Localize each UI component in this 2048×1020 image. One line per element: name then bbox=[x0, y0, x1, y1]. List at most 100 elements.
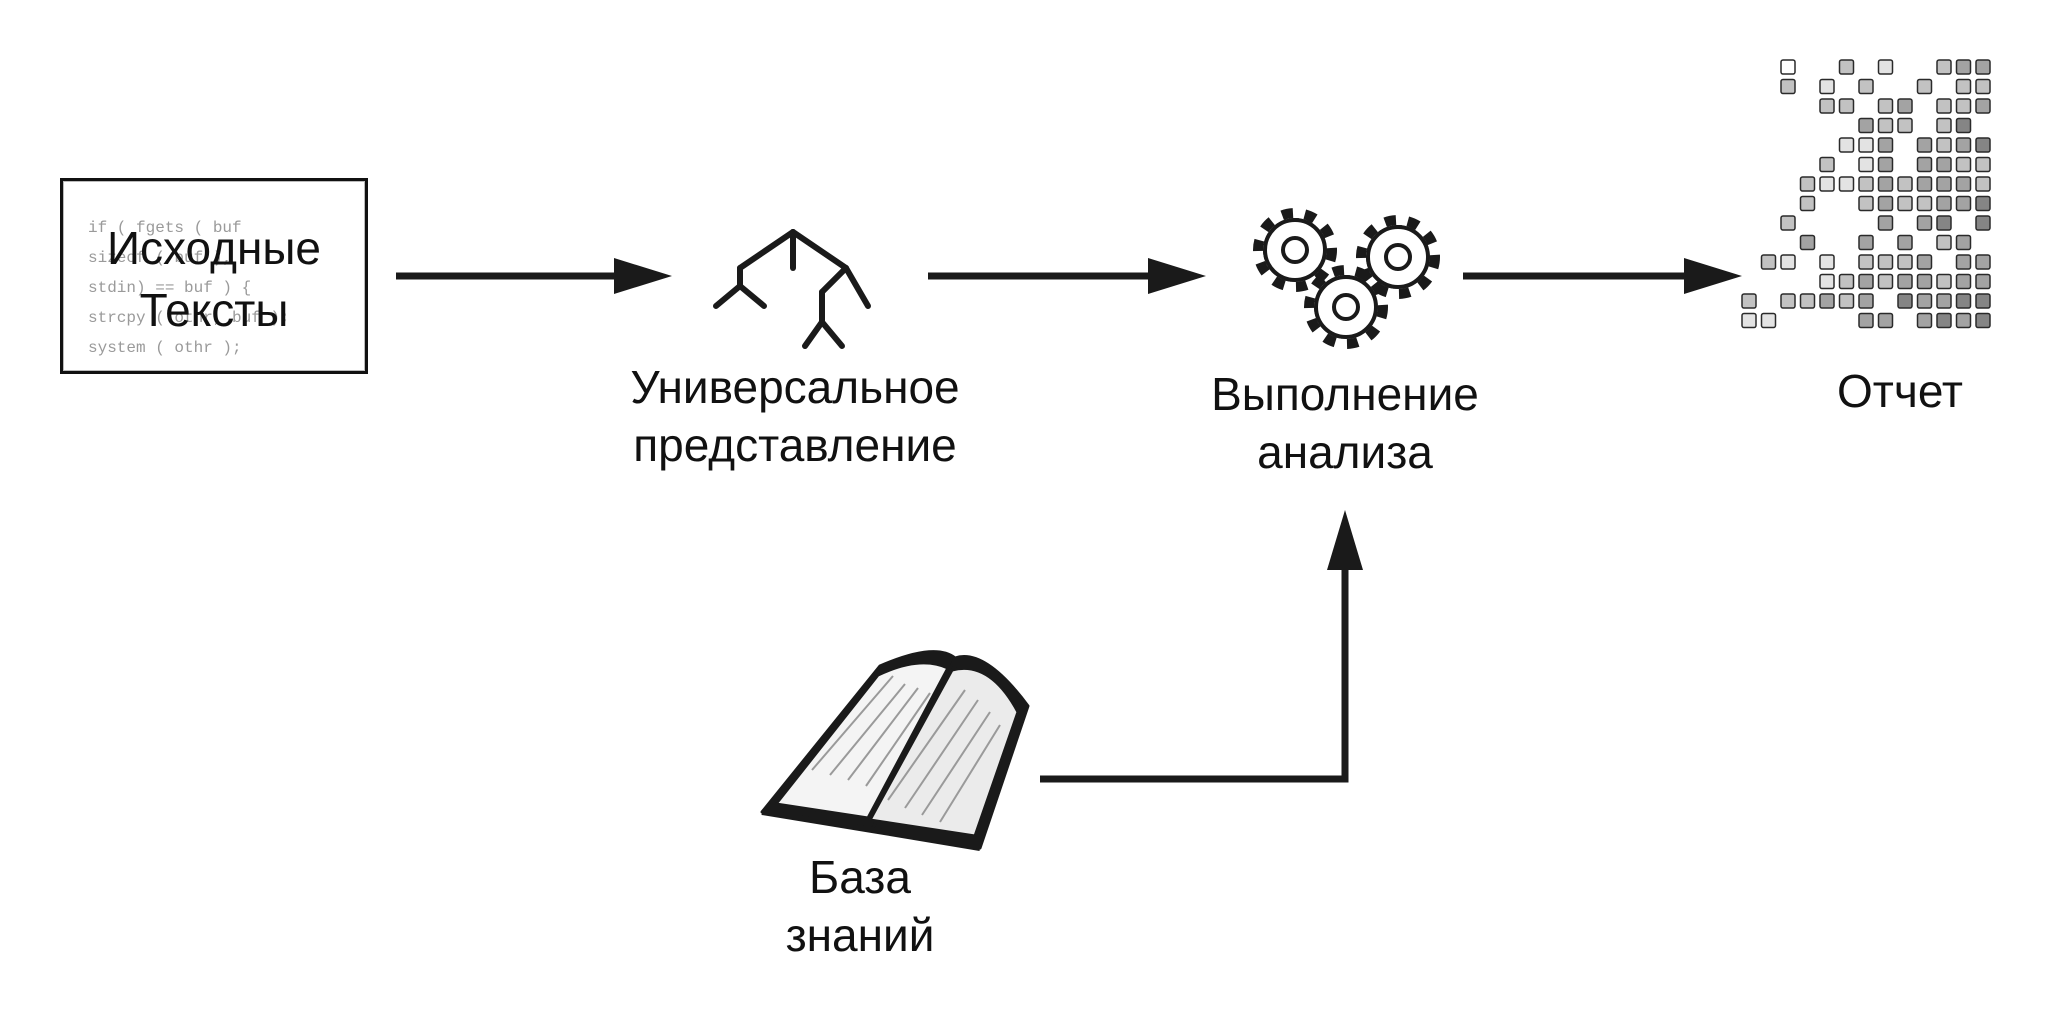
knowledge-label-line1: База bbox=[809, 851, 911, 903]
report-pixel bbox=[1897, 273, 1913, 290]
report-pixel bbox=[1877, 254, 1894, 270]
report-pixel bbox=[1877, 215, 1894, 231]
syntax-tree-icon bbox=[713, 229, 871, 349]
report-pixel bbox=[1877, 117, 1894, 134]
report-pixel bbox=[1897, 234, 1913, 251]
report-pixel bbox=[1858, 273, 1874, 290]
report-pixel bbox=[1916, 215, 1933, 231]
report-pixel bbox=[1916, 293, 1933, 309]
gears-icon bbox=[1258, 213, 1435, 344]
report-pixel bbox=[1858, 137, 1874, 153]
report-pixel bbox=[1955, 312, 1972, 329]
report-pixel bbox=[1975, 195, 1991, 212]
report-pixel bbox=[1936, 234, 1952, 251]
report-pixel bbox=[1916, 156, 1933, 173]
source-texts-box: if ( fgets ( buf sizeof ( buf ), stdin) … bbox=[60, 178, 368, 374]
report-pixel bbox=[1936, 176, 1952, 192]
arrow-source-to-ast bbox=[396, 258, 672, 294]
report-pixel bbox=[1858, 195, 1874, 212]
report-pixel bbox=[1819, 98, 1835, 114]
report-pixel bbox=[1858, 234, 1874, 251]
report-pixel bbox=[1975, 312, 1991, 329]
report-pixel bbox=[1936, 273, 1952, 290]
code-line: system ( othr ); bbox=[88, 339, 242, 357]
report-pixel bbox=[1877, 156, 1894, 173]
report-pixel bbox=[1975, 254, 1991, 270]
report-pixel bbox=[1877, 273, 1894, 290]
report-pixel bbox=[1838, 98, 1855, 114]
report-pixel bbox=[1741, 293, 1757, 309]
report-pixel bbox=[1955, 254, 1972, 270]
report-pixel bbox=[1877, 98, 1894, 114]
report-pixel bbox=[1819, 293, 1835, 309]
source-label-line1: Исходные bbox=[106, 222, 321, 274]
report-pixel bbox=[1916, 195, 1933, 212]
ast-label-line1: Универсальное bbox=[630, 361, 960, 413]
report-pixel bbox=[1975, 59, 1991, 75]
ast-label-line2: представление bbox=[633, 419, 957, 471]
report-label: Отчет bbox=[1837, 365, 1963, 417]
report-pixel bbox=[1975, 293, 1991, 309]
report-pixel bbox=[1975, 137, 1991, 153]
arrow-analysis-to-report bbox=[1463, 258, 1742, 294]
knowledge-label-line2: знаний bbox=[785, 909, 935, 961]
knowledge-base-label: База знаний bbox=[750, 848, 970, 964]
report-pixel bbox=[1760, 312, 1777, 329]
source-texts-label: Исходные Тексты bbox=[63, 217, 365, 341]
report-pixel bbox=[1858, 176, 1874, 192]
report-pixel bbox=[1975, 78, 1991, 95]
report-pixel bbox=[1877, 59, 1894, 75]
report-pixel bbox=[1838, 293, 1855, 309]
report-pixel bbox=[1780, 215, 1796, 231]
report-pixel bbox=[1975, 215, 1991, 231]
report-pixel bbox=[1799, 176, 1816, 192]
report-pixel bbox=[1916, 254, 1933, 270]
code-line: if ( fgets ( buf bbox=[88, 219, 242, 237]
report-pixel bbox=[1955, 137, 1972, 153]
report-pixel bbox=[1858, 156, 1874, 173]
arrow-knowledge-to-analysis bbox=[1040, 510, 1363, 783]
report-pixel bbox=[1975, 98, 1991, 114]
report-pixel bbox=[1780, 59, 1796, 75]
report-pixel bbox=[1955, 98, 1972, 114]
source-code-snippet: if ( fgets ( buf sizeof ( buf ), stdin) … bbox=[88, 213, 290, 363]
report-pixel bbox=[1897, 254, 1913, 270]
report-pixel bbox=[1799, 195, 1816, 212]
report-pixel bbox=[1955, 176, 1972, 192]
report-pixel bbox=[1858, 312, 1874, 329]
report-pixel bbox=[1819, 254, 1835, 270]
report-pixel bbox=[1916, 137, 1933, 153]
code-line: sizeof ( buf ), bbox=[88, 249, 233, 267]
arrow-ast-to-analysis bbox=[928, 258, 1206, 294]
report-pixel bbox=[1936, 293, 1952, 309]
analysis-label: Выполнение анализа bbox=[1165, 365, 1525, 481]
report-pixel bbox=[1897, 117, 1913, 134]
report-pixel bbox=[1955, 78, 1972, 95]
report-pixel bbox=[1760, 254, 1777, 270]
report-pixel bbox=[1955, 59, 1972, 75]
report-pixel bbox=[1858, 78, 1874, 95]
pixel-grid-icon bbox=[1741, 59, 1991, 329]
source-label-line2: Тексты bbox=[139, 284, 289, 336]
report-pixel bbox=[1838, 273, 1855, 290]
report-pixel bbox=[1838, 137, 1855, 153]
report-pixel bbox=[1916, 273, 1933, 290]
report-pixel bbox=[1780, 78, 1796, 95]
report-pixel bbox=[1955, 273, 1972, 290]
report-pixel bbox=[1936, 215, 1952, 231]
open-book-icon bbox=[760, 650, 1030, 851]
ast-label: Универсальное представление bbox=[600, 358, 990, 474]
report-pixel bbox=[1916, 312, 1933, 329]
report-pixel bbox=[1936, 156, 1952, 173]
report-pixel bbox=[1936, 195, 1952, 212]
report-pixel bbox=[1936, 59, 1952, 75]
report-pixel bbox=[1838, 59, 1855, 75]
report-pixel bbox=[1877, 137, 1894, 153]
report-pixel bbox=[1741, 312, 1757, 329]
report-pixel bbox=[1799, 293, 1816, 309]
analysis-label-line2: анализа bbox=[1257, 426, 1433, 478]
report-pixel bbox=[1897, 98, 1913, 114]
report-pixel bbox=[1936, 98, 1952, 114]
report-pixel bbox=[1897, 176, 1913, 192]
